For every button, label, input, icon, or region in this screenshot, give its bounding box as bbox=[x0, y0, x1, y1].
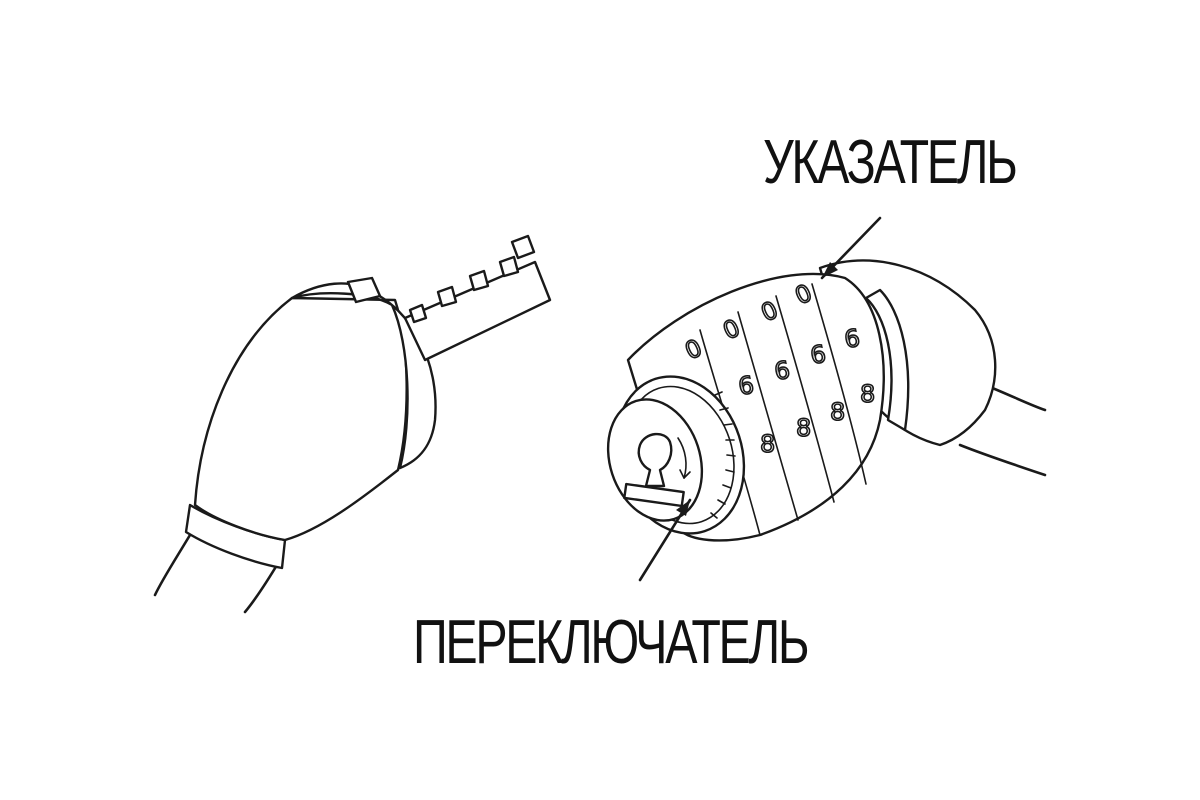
pointer-leader bbox=[820, 216, 882, 280]
svg-text:8: 8 bbox=[830, 398, 845, 426]
svg-text:8: 8 bbox=[760, 430, 775, 458]
svg-text:6: 6 bbox=[808, 340, 828, 370]
svg-text:8: 8 bbox=[796, 414, 811, 442]
switch-label: ПЕРЕКЛЮЧАТЕЛЬ bbox=[413, 608, 810, 677]
switch-leader bbox=[638, 498, 692, 582]
combination-end: 0 0 0 0 6 6 6 6 8 8 8 8 bbox=[606, 259, 1047, 542]
pointer-label: УКАЗАТЕЛЬ bbox=[763, 128, 1018, 197]
svg-text:6: 6 bbox=[842, 324, 862, 354]
key-end bbox=[153, 234, 552, 614]
svg-text:6: 6 bbox=[736, 371, 756, 401]
svg-text:8: 8 bbox=[860, 380, 875, 408]
svg-text:6: 6 bbox=[772, 356, 792, 386]
